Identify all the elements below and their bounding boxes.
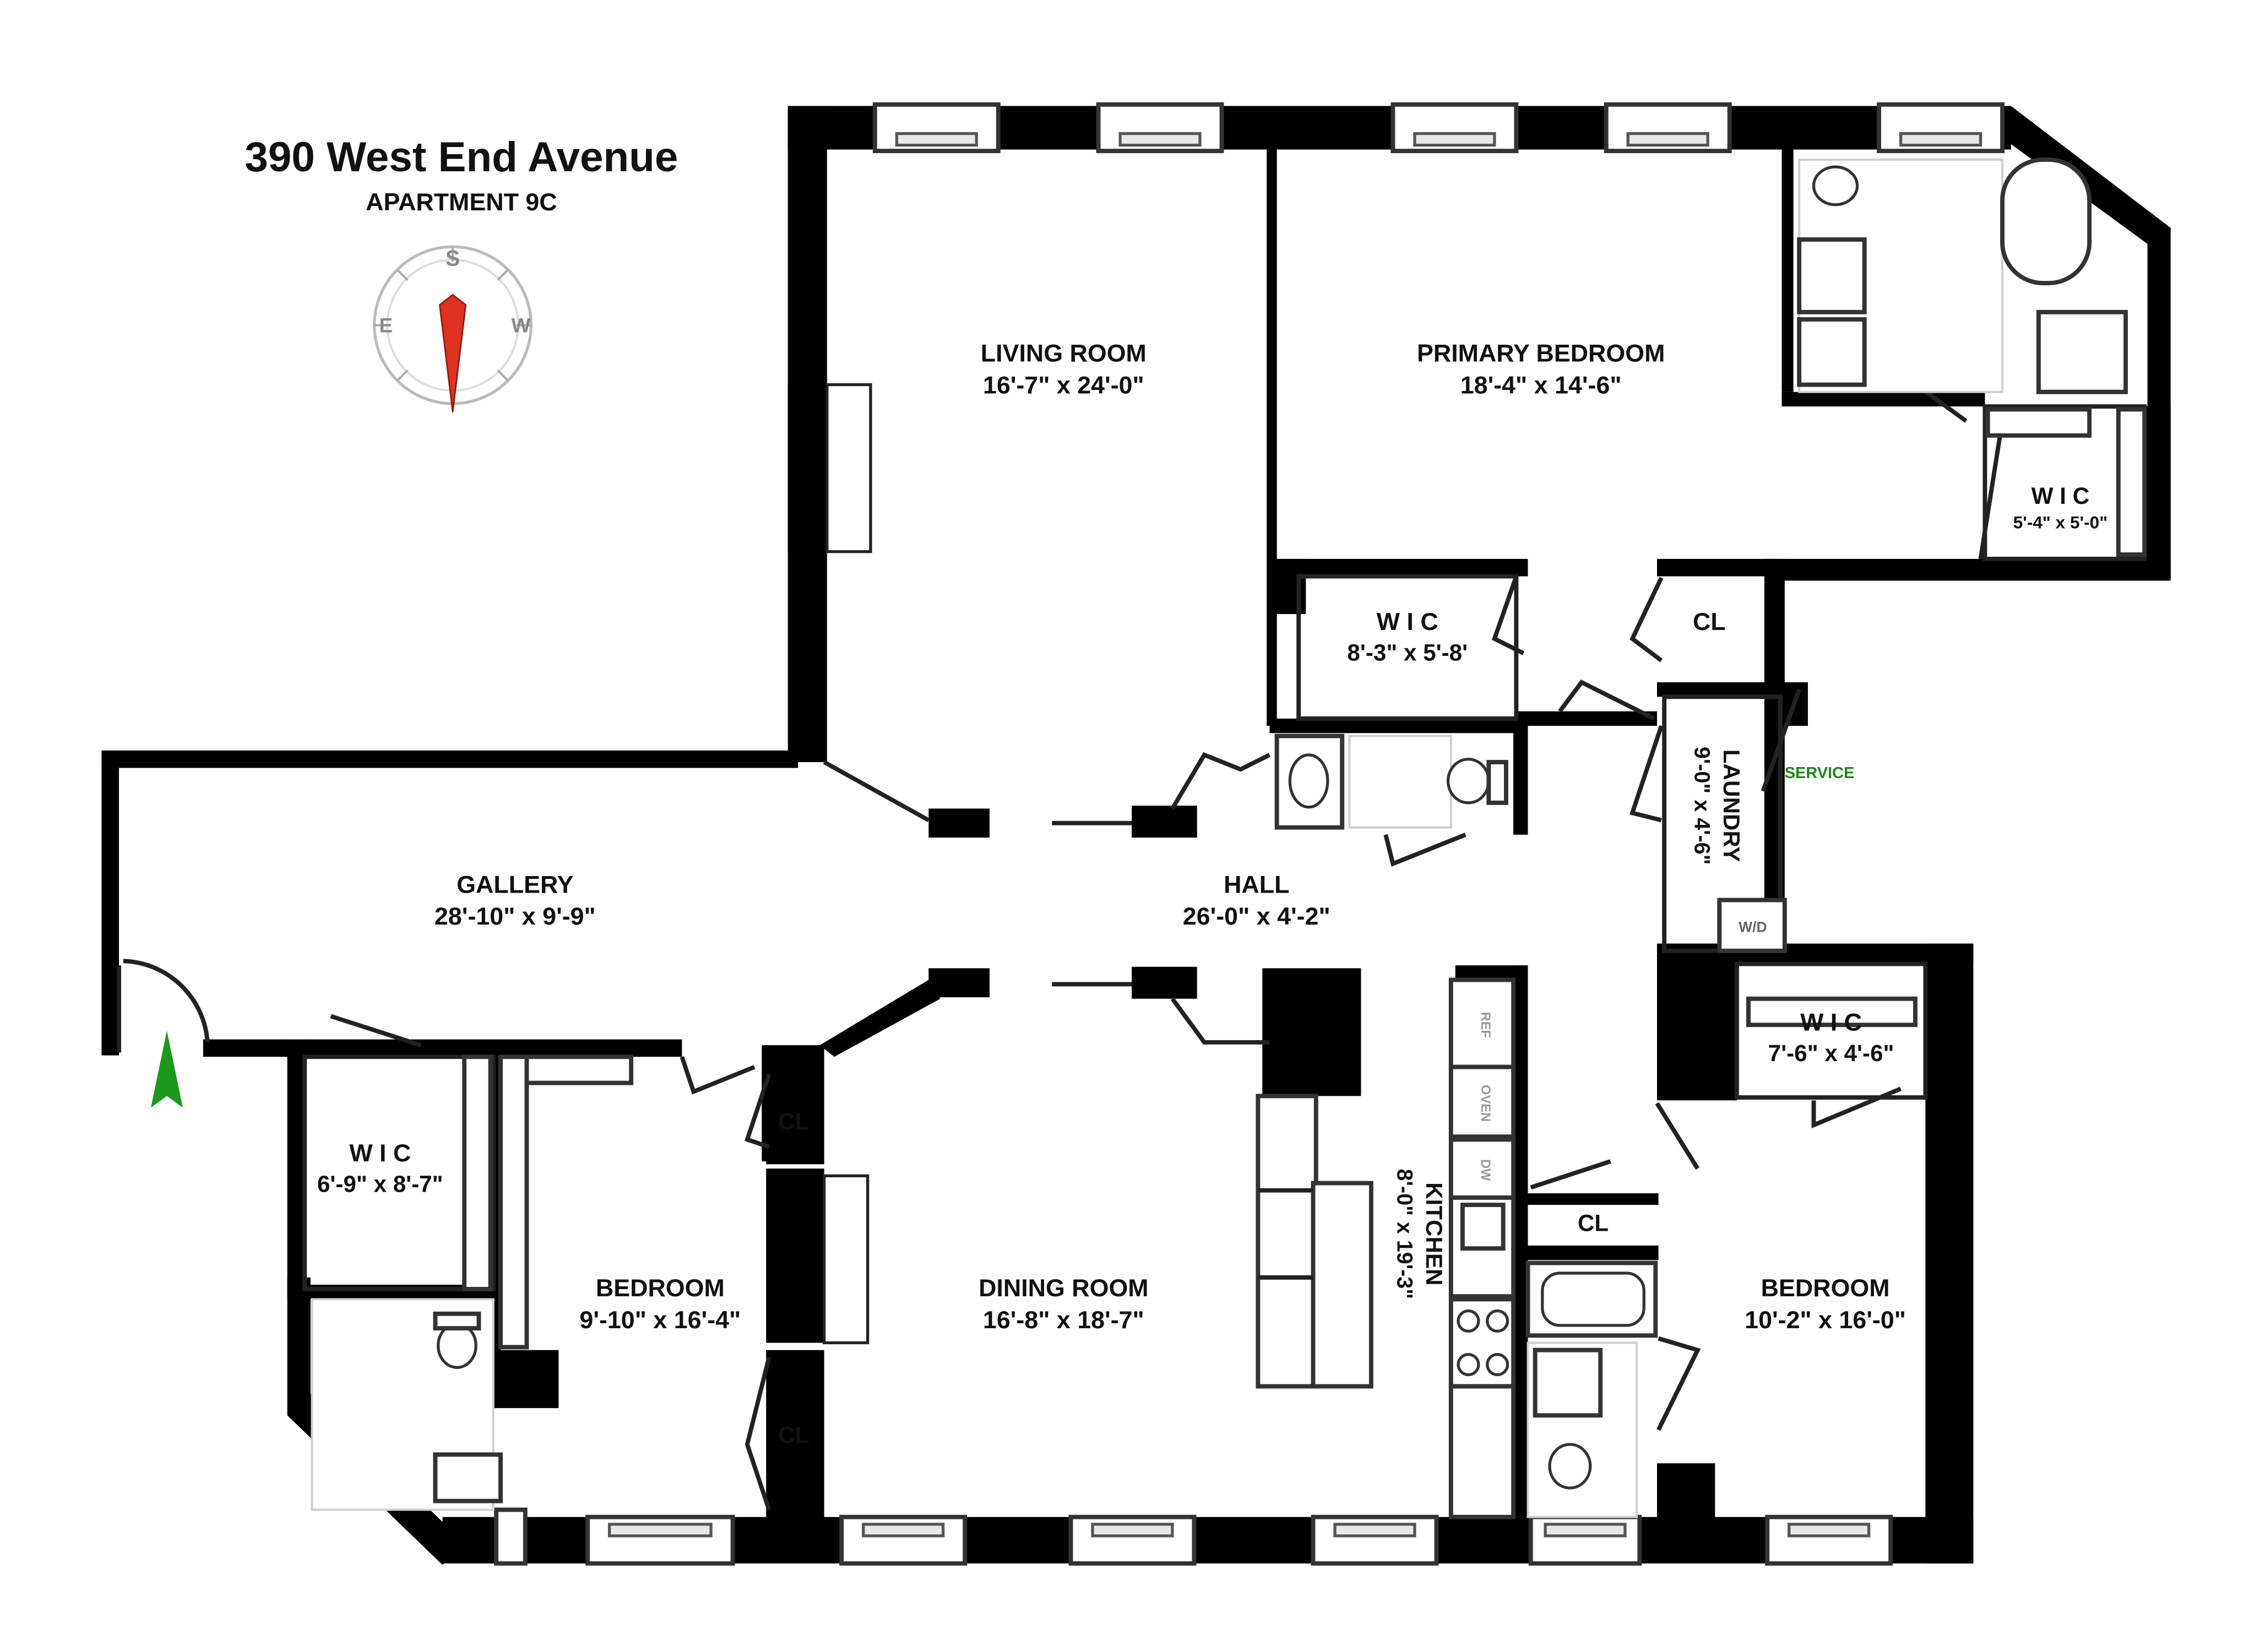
wic-primary-dims: 5'-4" x 5'-0" <box>2013 513 2107 532</box>
living-room-label: LIVING ROOM <box>981 339 1147 367</box>
bedroom-left-dims: 9'-10" x 16'-4" <box>579 1306 741 1334</box>
laundry-dims: 9'-0" x 4'-6" <box>1690 747 1714 865</box>
cl-left-upper-label: CL <box>778 1108 809 1134</box>
wd-label: W/D <box>1739 919 1767 935</box>
entry-arrow-icon <box>151 1030 183 1108</box>
bedroom-left-label: BEDROOM <box>596 1274 725 1302</box>
wic-right-label: W I C <box>1800 1009 1862 1036</box>
bedroom-right-label: BEDROOM <box>1761 1274 1890 1302</box>
gallery-label: GALLERY <box>457 871 573 898</box>
fireplaces <box>822 383 872 1345</box>
service-label: SERVICE <box>1785 764 1855 782</box>
page-subtitle: APARTMENT 9C <box>366 188 557 216</box>
laundry-label: LAUNDRY <box>1719 749 1745 862</box>
dw-label: DW <box>1478 1159 1492 1181</box>
wic-primary-label: W I C <box>2031 483 2089 509</box>
gallery-dims: 28'-10" x 9'-9" <box>434 903 596 930</box>
windows <box>494 102 2005 1566</box>
living-room-dims: 16'-7" x 24'-0" <box>983 371 1144 399</box>
compass-north-label: S <box>446 246 460 270</box>
compass-east-label: E <box>379 314 393 337</box>
cl-kitchen-label: CL <box>1578 1210 1609 1236</box>
dining-room-label: DINING ROOM <box>979 1274 1149 1302</box>
cl-top-label: CL <box>1693 608 1726 635</box>
wic-right-dims: 7'-6" x 4'-6" <box>1768 1040 1894 1066</box>
bathroom-fixtures: W/D <box>311 157 2147 1518</box>
bedroom-right-dims: 10'-2" x 16'-0" <box>1745 1306 1906 1334</box>
primary-bedroom-dims: 18'-4" x 14'-6" <box>1460 371 1622 399</box>
kitchen-dims: 8'-0" x 19'-3" <box>1392 1169 1416 1299</box>
oven-label: OVEN <box>1478 1085 1492 1122</box>
hall-dims: 26'-0" x 4'-2" <box>1183 903 1330 930</box>
primary-bedroom-label: PRIMARY BEDROOM <box>1417 339 1665 367</box>
wic-left-label: W I C <box>349 1139 411 1167</box>
room-labels: LIVING ROOM 16'-7" x 24'-0" PRIMARY BEDR… <box>317 339 2107 1448</box>
dining-room-dims: 16'-8" x 18'-7" <box>983 1306 1144 1334</box>
wic-center-label: W I C <box>1377 608 1438 635</box>
compass-needle-icon <box>438 294 467 412</box>
kitchen-label: KITCHEN <box>1421 1182 1447 1285</box>
kitchen-fixtures: REF OVEN DW <box>1256 977 1516 1519</box>
wic-center-dims: 8'-3" x 5'-8' <box>1347 639 1468 665</box>
compass-rose: S E W <box>373 245 533 412</box>
ref-label: REF <box>1478 1012 1492 1037</box>
page-title: 390 West End Avenue <box>245 134 678 181</box>
compass-west-label: W <box>512 314 531 337</box>
cl-left-lower-label: CL <box>778 1422 809 1448</box>
wic-left-dims: 6'-9" x 8'-7" <box>317 1171 443 1197</box>
hall-label: HALL <box>1224 871 1289 898</box>
